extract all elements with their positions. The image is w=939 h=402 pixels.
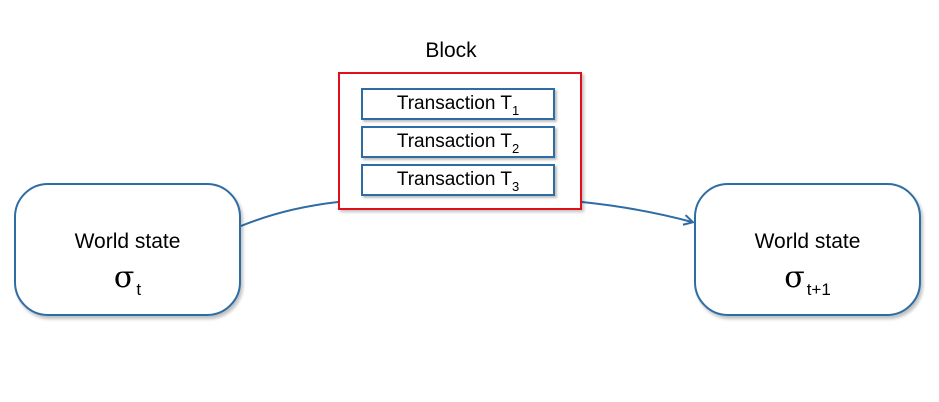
transaction-2-index: 2 <box>511 141 520 156</box>
transaction-2-label: Transaction T <box>396 131 512 152</box>
world-state-t-plus-1-label: World state <box>754 230 861 253</box>
world-state-t-label: World state <box>74 230 181 253</box>
transaction-2: Transaction T2 <box>361 126 555 158</box>
transaction-3: Transaction T3 <box>361 164 555 196</box>
arrow-path-left <box>240 201 339 227</box>
sigma-subscript: t <box>136 280 142 299</box>
arrow-path-right <box>581 201 692 222</box>
sigma-subscript: t+1 <box>806 280 831 299</box>
sigma-symbol: σ <box>113 260 135 295</box>
block-title: Block <box>425 39 477 62</box>
transaction-1: Transaction T1 <box>361 88 555 120</box>
transaction-3-index: 3 <box>511 179 520 194</box>
transaction-3-label: Transaction T <box>396 169 512 190</box>
transaction-1-index: 1 <box>511 103 520 118</box>
transaction-1-label: Transaction T <box>396 93 512 114</box>
sigma-symbol: σ <box>784 260 805 295</box>
